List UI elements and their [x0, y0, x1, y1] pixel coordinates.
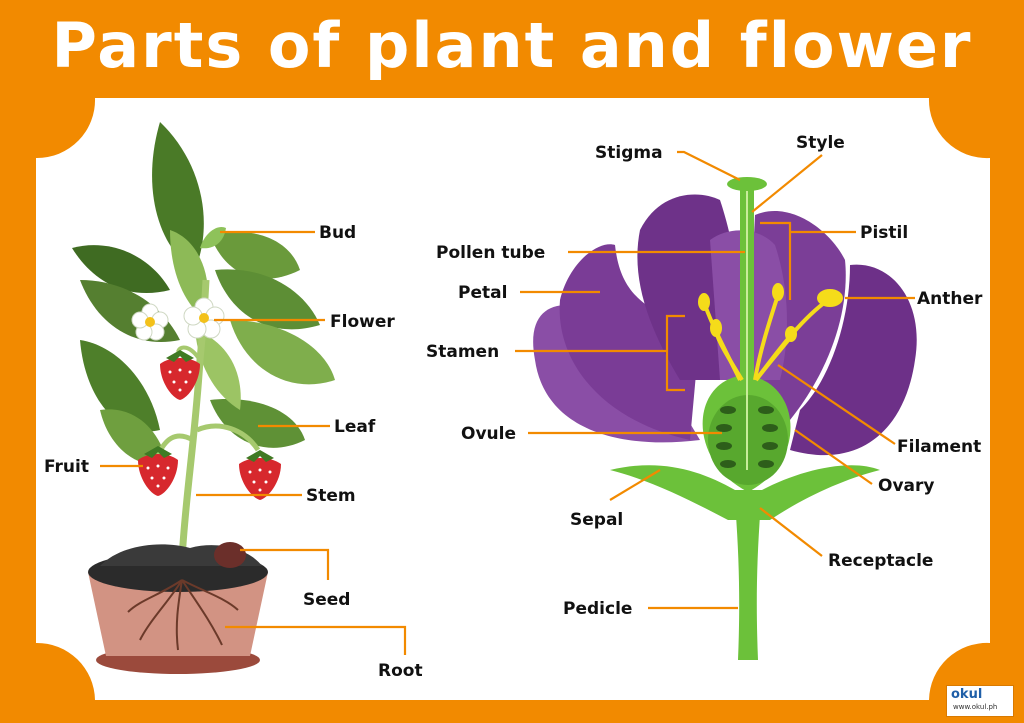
strawberry-fruit [138, 446, 178, 496]
leaf-shape [210, 399, 305, 448]
stem-shape [196, 423, 261, 452]
logo-text: okul [951, 687, 983, 702]
leaf-shape [210, 231, 300, 279]
sepal-shape [610, 465, 880, 520]
label-ovule: Ovule [461, 424, 516, 444]
label-stamen: Stamen [426, 342, 499, 362]
label-leaf: Leaf [334, 417, 376, 437]
strawberry-fruit [239, 450, 281, 500]
page-title: Parts of plant and flower [51, 9, 973, 82]
label-flower: Flower [330, 312, 395, 332]
leaf-shape [80, 340, 160, 432]
label-petal: Petal [458, 283, 507, 303]
label-root: Root [378, 661, 423, 681]
stamen-bracket [665, 314, 685, 392]
pistil-leader-line [760, 221, 792, 300]
label-sepal: Sepal [570, 510, 623, 530]
label-filament: Filament [897, 437, 981, 457]
stem-shape [176, 345, 202, 362]
seed-leader-line [240, 548, 330, 580]
filament-leader-line [777, 364, 896, 445]
label-ovary: Ovary [878, 476, 934, 496]
white-flower [183, 297, 225, 339]
label-stigma: Stigma [595, 143, 663, 163]
leaf-shape [152, 122, 204, 270]
petal-shape [559, 244, 700, 440]
leaf-shape [230, 320, 335, 385]
logo-subtext: www.okul.ph [953, 703, 998, 711]
receptacle-leader-line [759, 507, 823, 557]
brand-logo: okul www.okul.ph [946, 685, 1014, 717]
leaf-shape [195, 330, 241, 410]
white-flower [131, 303, 169, 341]
strawberry-fruit [160, 350, 200, 400]
leaf-shape [72, 245, 170, 294]
root-leader-line [225, 625, 407, 655]
style-leader-line [751, 154, 823, 213]
label-anther: Anther [917, 289, 983, 309]
plant-illustration [72, 122, 335, 674]
anthers [698, 283, 843, 342]
petal-shape [790, 264, 917, 456]
label-bud: Bud [319, 223, 356, 243]
pedicle-shape [734, 490, 762, 660]
label-pollen-tube: Pollen tube [436, 243, 545, 263]
label-pedicle: Pedicle [563, 599, 632, 619]
seed-shape [214, 542, 246, 568]
stigma-shape [727, 177, 767, 191]
ovule-dots [716, 406, 778, 468]
ovary-leader-line [794, 429, 873, 485]
leaf-shape [215, 269, 320, 330]
roots [127, 579, 239, 651]
flower-illustration [533, 177, 917, 660]
label-stem: Stem [306, 486, 356, 506]
sepal-leader-line [609, 469, 661, 501]
leaf-shape [170, 230, 209, 320]
label-seed: Seed [303, 590, 350, 610]
label-style: Style [796, 133, 845, 153]
label-receptacle: Receptacle [828, 551, 933, 571]
stigma-leader-line [677, 150, 741, 181]
label-fruit: Fruit [44, 457, 89, 477]
bud-shape [200, 226, 226, 249]
label-pistil: Pistil [860, 223, 908, 243]
